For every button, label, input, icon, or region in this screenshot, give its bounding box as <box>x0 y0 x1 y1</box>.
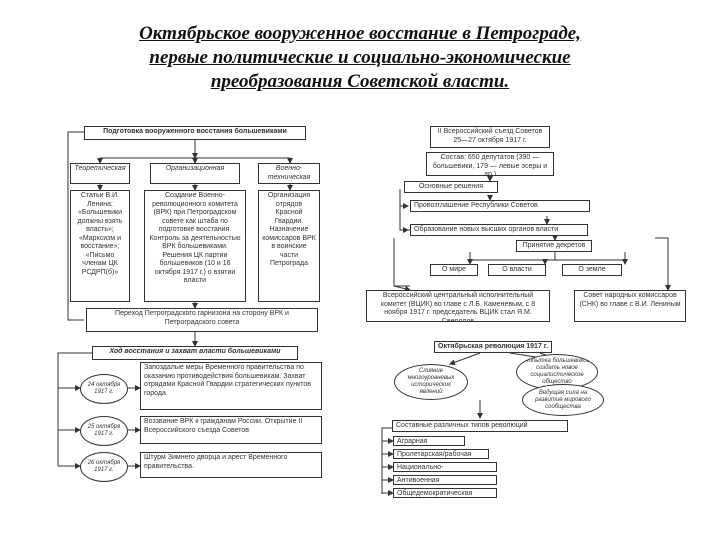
theoretical-header: Теоретическая <box>70 163 130 184</box>
decree-power: О власти <box>488 264 546 276</box>
military-technical-header: Военно-техническая <box>258 163 320 184</box>
organizational-header: Организационная <box>150 163 240 184</box>
type-national-liberation: Национально-освободительная <box>393 462 497 472</box>
main-decisions: Основные решения <box>404 181 498 193</box>
type-anti-war: Антивоенная <box>393 475 497 485</box>
date-25-october: 25 октября 1917 г. <box>80 416 128 446</box>
theoretical-text: Статьи В.И. Ленина: «Большевики должны в… <box>70 190 130 302</box>
decree-land: О земле <box>562 264 622 276</box>
decrees-adoption: Принятие декретов <box>516 240 592 252</box>
revolution-components: Составные различных типов революций <box>392 420 568 432</box>
event-24-october: Запоздалые меры Временного правительства… <box>140 362 322 410</box>
decision-republic: Провозглашение Республики Советов <box>410 200 590 212</box>
type-proletarian: Пролетарская/рабочая <box>393 449 489 459</box>
garrison-transition: Переход Петроградского гарнизона на стор… <box>86 308 318 332</box>
page-title: Октябрьское вооруженное восстание в Петр… <box>0 22 720 94</box>
october-revolution-header: Октябрьская революция 1917 г. <box>434 341 552 353</box>
congress-header: II Всероссийский съезд Советов 25—27 окт… <box>430 126 550 148</box>
ellipse-merging-phenomena: Слияние многоуровневых исторических явле… <box>394 364 468 400</box>
military-technical-text: Организация отрядов Красной Гвардии. Наз… <box>258 190 320 302</box>
event-25-october: Воззвание ВРК к гражданам России. Открыт… <box>140 416 322 444</box>
title-line-2: первые политические и социально-экономич… <box>149 47 571 68</box>
date-24-october: 24 октября 1917 г. <box>80 374 128 404</box>
date-26-october: 26 октября 1917 г. <box>80 452 128 482</box>
type-general-democratic: Общедемократическая <box>393 488 497 498</box>
organizational-text: Создание Военно-революционного комитета … <box>144 190 246 302</box>
event-26-october: Штурм Зимнего дворца и арест Временного … <box>140 452 322 478</box>
title-line-1: Октябрьское вооруженное восстание в Петр… <box>139 23 581 44</box>
preparation-header: Подготовка вооруженного восстания больше… <box>84 126 306 140</box>
course-header: Ход восстания и захват власти большевика… <box>92 346 298 360</box>
vtsik-box: Всероссийский центральный исполнительный… <box>366 290 550 322</box>
ellipse-world-influence: Ведущая сила на развитие мирового сообще… <box>522 384 604 416</box>
type-agrarian: Аграрная <box>393 436 465 446</box>
ellipse-socialist-attempt: Попытка большевиков создать новое социал… <box>516 354 598 390</box>
congress-composition: Состав: 650 депутатов (390 — большевики,… <box>426 152 554 176</box>
decree-peace: О мире <box>430 264 478 276</box>
sovnarkom-box: Совет народных комиссаров (СНК) во главе… <box>574 290 686 322</box>
decision-new-organs: Образование новых высших органов власти <box>410 224 588 236</box>
title-line-3: преобразования Советской власти. <box>210 71 510 92</box>
